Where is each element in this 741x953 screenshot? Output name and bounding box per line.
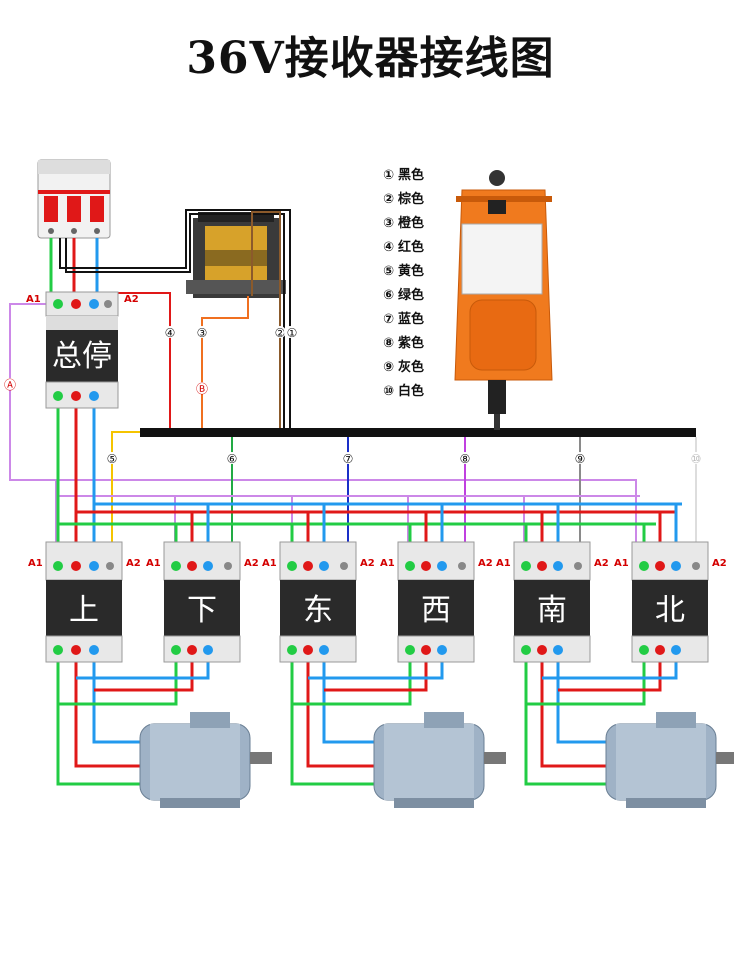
legend-item-5: ⑤ bbox=[383, 264, 394, 279]
legend-item-3: ③ bbox=[383, 216, 394, 231]
contactor-label: 南 bbox=[537, 593, 567, 628]
wire-mark-8: ⑧ bbox=[460, 452, 471, 466]
motor-3 bbox=[605, 712, 734, 808]
wire-mark-4: ④ bbox=[165, 326, 176, 340]
legend-label-1: 黑色 bbox=[398, 167, 424, 183]
legend-label-7: 蓝色 bbox=[398, 311, 424, 327]
contactor-east: 东 A1 A2 bbox=[262, 541, 375, 663]
transformer bbox=[186, 212, 286, 298]
legend-label-8: 紫色 bbox=[398, 335, 424, 351]
wire-mark-b: Ⓑ bbox=[196, 382, 208, 396]
contactor-row: 上 A1 A2 下 A1 A2 东 A1 A2 bbox=[28, 541, 727, 663]
a2-label: A2 bbox=[594, 558, 609, 569]
circuit-breaker bbox=[37, 159, 111, 239]
a2-label: A2 bbox=[712, 558, 727, 569]
a1-label: A1 bbox=[262, 558, 277, 569]
legend-label-2: 棕色 bbox=[397, 191, 424, 207]
wire-mark-7: ⑦ bbox=[343, 452, 354, 466]
legend-label-5: 黄色 bbox=[398, 263, 424, 279]
contactor-label: 下 bbox=[187, 593, 217, 628]
wire-mark-9: ⑨ bbox=[575, 452, 586, 466]
legend-item-2: ② bbox=[383, 192, 394, 207]
master-a2-label: A2 bbox=[124, 294, 139, 305]
contactor-south: 南 A1 A2 bbox=[496, 541, 609, 663]
motor-1 bbox=[139, 712, 272, 808]
legend-item-8: ⑧ bbox=[383, 336, 394, 351]
legend-item-10: ⑩ bbox=[383, 384, 394, 399]
legend-item-6: ⑥ bbox=[383, 288, 394, 303]
wire-marks: ④ ③ ② ① Ⓐ Ⓑ ⑤ ⑥ ⑦ ⑧ ⑨ ⑩ bbox=[4, 326, 702, 466]
legend-item-9: ⑨ bbox=[383, 360, 394, 375]
a2-label: A2 bbox=[478, 558, 493, 569]
master-contactor-label: 总停 bbox=[52, 339, 112, 374]
legend-item-4: ④ bbox=[383, 240, 394, 255]
a1-label: A1 bbox=[380, 558, 395, 569]
contactor-label: 上 bbox=[69, 593, 99, 628]
wire-mark-6: ⑥ bbox=[227, 452, 238, 466]
a2-label: A2 bbox=[360, 558, 375, 569]
legend-label-9: 灰色 bbox=[398, 359, 424, 375]
a2-label: A2 bbox=[126, 558, 141, 569]
contactor-label: 北 bbox=[655, 593, 685, 628]
wire-mark-3: ③ bbox=[197, 326, 208, 340]
master-a1-label: A1 bbox=[26, 294, 41, 305]
legend-label-10: 白色 bbox=[398, 383, 424, 399]
contactor-label: 西 bbox=[421, 593, 451, 628]
legend-item-7: ⑦ bbox=[383, 312, 394, 327]
a2-label: A2 bbox=[244, 558, 259, 569]
wire-mark-2: ② bbox=[275, 326, 286, 340]
legend-label-4: 红色 bbox=[398, 239, 424, 255]
remote-receiver bbox=[454, 170, 553, 430]
contactor-down: 下 A1 A2 bbox=[146, 541, 259, 663]
a1-label: A1 bbox=[614, 558, 629, 569]
motor-2 bbox=[373, 712, 506, 808]
legend-label-6: 绿色 bbox=[398, 287, 424, 303]
a1-label: A1 bbox=[28, 558, 43, 569]
contactor-up: 上 A1 A2 bbox=[28, 541, 141, 663]
wire-mark-10: ⑩ bbox=[691, 452, 702, 466]
a1-label: A1 bbox=[496, 558, 511, 569]
diagram-title: 36V接收器接线图 bbox=[186, 33, 555, 84]
wire-mark-1: ① bbox=[287, 326, 298, 340]
legend-item-1: ① bbox=[383, 168, 394, 183]
contactor-north: 北 A1 A2 bbox=[614, 541, 727, 663]
color-legend: ① 黑色 ② 棕色 ③ 橙色 ④ 红色 ⑤ 黄色 ⑥ 绿色 ⑦ 蓝色 ⑧ 紫色 … bbox=[383, 167, 424, 399]
contactor-west: 西 A1 A2 bbox=[380, 541, 493, 663]
a1-label: A1 bbox=[146, 558, 161, 569]
master-contactor: 总停 A1 A2 bbox=[26, 291, 139, 409]
contactor-label: 东 bbox=[303, 593, 333, 628]
legend-label-3: 橙色 bbox=[398, 215, 424, 231]
wire-mark-5: ⑤ bbox=[107, 452, 118, 466]
wire-mark-a: Ⓐ bbox=[4, 378, 16, 392]
